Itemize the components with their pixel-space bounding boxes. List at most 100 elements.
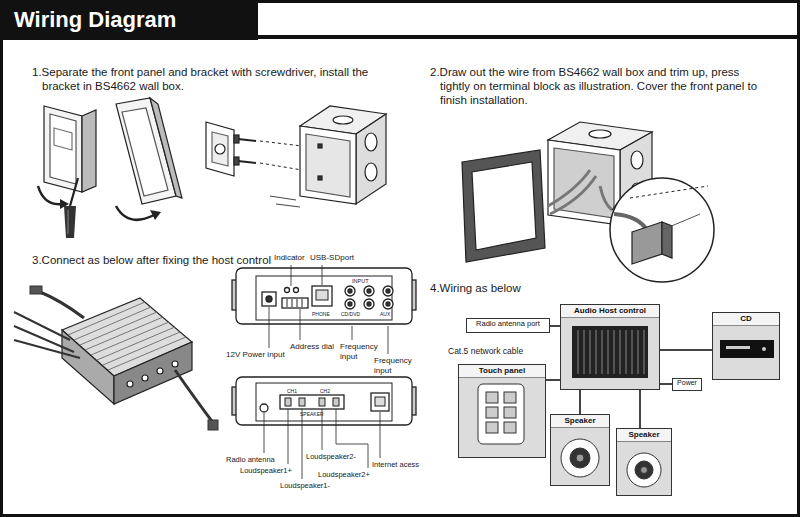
part-label: Indicator <box>274 253 305 263</box>
device-front-view <box>316 290 328 300</box>
device-front-view <box>383 286 393 296</box>
bracket-figure <box>206 122 234 176</box>
step-text: 1.Separate the front panel and bracket w… <box>32 66 392 94</box>
wall-box-figure <box>356 114 386 204</box>
step-text: 2.Draw out the wire from BS4662 wall box… <box>430 66 762 107</box>
leader-line <box>322 265 323 285</box>
panel-ground <box>616 428 672 496</box>
speaker-icon <box>641 467 648 474</box>
node-text: Audio Host control <box>561 305 659 318</box>
cable-label: Cat.5 network cable <box>448 346 523 356</box>
device-front-view <box>386 302 390 306</box>
panel-marking: CD/DVD <box>341 311 360 317</box>
node-text: Touch panel <box>459 365 545 378</box>
leader-line <box>302 409 303 479</box>
panel-ground <box>458 304 780 496</box>
cd-player-icon <box>720 340 774 358</box>
leader-line <box>380 412 381 458</box>
leader-line <box>269 265 388 354</box>
keypad-icon <box>486 407 498 418</box>
device-rear-view <box>333 398 339 406</box>
bracket-figure <box>260 141 302 146</box>
part-label: Loudspeaker1+ <box>240 466 292 475</box>
wall-box-figure <box>306 134 350 197</box>
device-front-view <box>287 299 302 307</box>
device-front-view <box>367 302 371 306</box>
panel-marking: AUX <box>380 311 390 317</box>
device-front-view <box>364 299 374 309</box>
screwdriver-figure <box>64 206 76 238</box>
turn-arrow <box>116 206 161 220</box>
port-tag: Power <box>672 378 702 391</box>
keypad-icon <box>486 392 498 403</box>
speaker-icon <box>576 454 584 462</box>
device-rear-view <box>375 397 385 406</box>
host-device-figure <box>172 361 178 367</box>
wall-box-figure <box>631 151 643 169</box>
keypad-icon <box>478 384 524 444</box>
part-label: Radio antenna <box>226 455 275 464</box>
wire-connector <box>579 390 581 414</box>
cable-figure <box>30 286 42 294</box>
device-rear-view <box>319 398 325 406</box>
device-rear-view <box>256 383 392 421</box>
screwdriver-figure <box>70 178 78 206</box>
turn-arrow <box>60 199 69 209</box>
bracket-figure <box>238 139 256 141</box>
keypad-icon <box>478 384 524 444</box>
panel-marking: PHONE <box>312 311 330 317</box>
amplifier-icon <box>572 326 648 378</box>
device-rear-view <box>260 404 268 412</box>
page-frame <box>0 0 258 40</box>
turn-arrow <box>116 206 154 220</box>
diagram-title: Wiring Diagram <box>14 7 176 33</box>
host-device-figure <box>142 375 148 381</box>
part-label: Loudspeaker2- <box>306 452 356 461</box>
host-device-figure <box>127 381 133 387</box>
keypad-icon <box>504 407 516 418</box>
leader-line <box>288 409 289 464</box>
motion-lines <box>270 196 296 200</box>
turn-arrow <box>38 186 69 209</box>
amplifier-icon <box>578 330 644 374</box>
device-front-view <box>383 299 393 309</box>
speaker-icon <box>561 439 661 487</box>
zoom-detail <box>630 186 708 198</box>
device-rear-view <box>371 393 389 411</box>
device-rear-view <box>232 377 416 425</box>
panel-marking: SPEAKER <box>300 411 324 417</box>
wall-box-figure <box>589 130 611 138</box>
cable-figure <box>14 340 80 358</box>
host-device-figure <box>62 298 192 404</box>
node-text: Speaker <box>551 415 609 428</box>
device-front-view <box>364 286 374 296</box>
bracket-figure <box>215 144 225 154</box>
device-rear-view <box>285 398 291 406</box>
leader-line <box>269 307 270 348</box>
node-text: CD <box>713 313 779 326</box>
part-label: Address dial <box>290 342 334 352</box>
device-front-view <box>266 296 272 302</box>
panel-ground <box>550 414 610 486</box>
zoom-detail <box>632 222 662 264</box>
bracket-figure <box>206 122 302 176</box>
keypad-icon <box>486 422 498 433</box>
device-front-view <box>236 268 412 324</box>
keypad-icon <box>504 422 516 433</box>
host-device-figure <box>68 302 186 370</box>
screwdriver-figure <box>68 210 69 234</box>
part-label: Loudspeaker1- <box>280 481 330 490</box>
host-device-figure <box>157 368 163 374</box>
step-text: 3.Connect as below after fixing the host… <box>32 254 271 268</box>
bracket-open-figure <box>150 98 182 198</box>
speaker-icon <box>570 448 590 468</box>
wall-box-figure <box>300 106 386 204</box>
wire-connector <box>660 349 712 351</box>
node-text: Speaker <box>617 429 671 442</box>
leader-line <box>291 265 292 286</box>
panel-marking: CH1 <box>287 388 297 394</box>
cd-player-icon <box>720 340 774 358</box>
device-panel: Speaker <box>616 428 672 496</box>
